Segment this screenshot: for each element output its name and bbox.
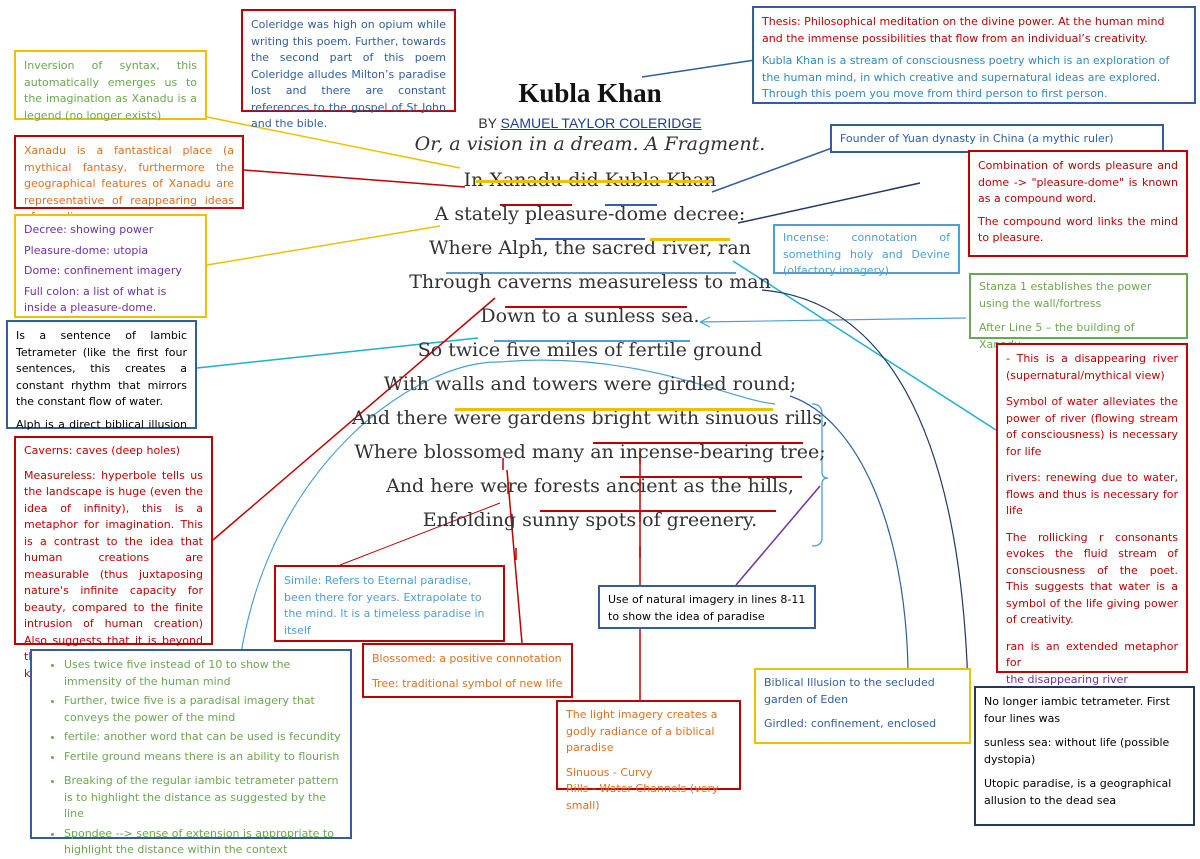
note-blossomed: Blossomed: a positive connotation Tree: … <box>362 643 573 698</box>
note-caverns-heading: Caverns: caves (deep holes) <box>24 444 181 457</box>
note-iambic: Is a sentence of Iambic Tetrameter (like… <box>6 320 197 447</box>
underline-bright <box>593 442 803 444</box>
note-blossomed-text: Blossomed: a positive connotation <box>372 652 562 665</box>
underline-forests <box>540 510 776 512</box>
decree-item: Decree: showing power <box>24 223 154 236</box>
river-item: Symbol of water alleviates the power of … <box>1006 395 1178 458</box>
note-no-longer-text: No longer iambic tetrameter. First four … <box>984 695 1170 725</box>
note-caverns-body: Measureless: hyperbole tells us the land… <box>24 468 203 680</box>
note-no-longer: No longer iambic tetrameter. First four … <box>974 686 1195 826</box>
underline-line-1 <box>476 180 712 183</box>
note-light-rills: Rills - Water Channels (very small) <box>566 782 719 812</box>
underline-kubla <box>605 204 657 206</box>
note-inversion: Inversion of syntax, this automatically … <box>14 50 207 122</box>
note-caverns: Caverns: caves (deep holes) Measureless:… <box>14 436 213 680</box>
note-compound-text: Combination of words pleasure and dome -… <box>978 159 1178 205</box>
river-item: The rollicking r consonants evokes the f… <box>1006 530 1178 627</box>
underline-decree <box>650 238 730 241</box>
poem-title: Kubla Khan <box>518 78 662 108</box>
note-xanadu-text: Xanadu is a fantastical place (a mythica… <box>24 144 234 223</box>
underline-xanadu <box>500 204 572 206</box>
note-incense: Incense: connotation of something holy a… <box>773 224 960 277</box>
poem-byline: BY SAMUEL TAYLOR COLERIDGE <box>340 115 840 131</box>
bullet-item: Breaking of the regular iambic tetramete… <box>64 773 344 823</box>
bullet-item: Fertile ground means there is an ability… <box>64 749 344 766</box>
note-light: The light imagery creates a godly radian… <box>556 700 741 812</box>
note-light-text: The light imagery creates a godly radian… <box>566 708 718 754</box>
decree-item: Pleasure-dome: utopia <box>24 243 149 257</box>
river-metaphor-purple: the disappearing river <box>1006 672 1128 686</box>
note-thesis-text: Thesis: Philosophical meditation on the … <box>762 15 1165 45</box>
river-item: - This is a disappearing river (supernat… <box>1006 352 1178 382</box>
note-compound: Combination of words pleasure and dome -… <box>968 150 1188 257</box>
note-natural: Use of natural imagery in lines 8-11 to … <box>598 585 816 629</box>
note-natural-text: Use of natural imagery in lines 8-11 to … <box>608 593 806 623</box>
note-stanza: Stanza 1 establishes the power using the… <box>969 273 1188 351</box>
note-inversion-text: Inversion of syntax, this automatically … <box>24 59 197 122</box>
note-decree: Decree: showing power Pleasure-dome: uto… <box>14 214 207 318</box>
poem-line-6: So twice five miles of fertile ground <box>417 339 763 361</box>
note-founder: Founder of Yuan dynasty in China (a myth… <box>830 124 1164 153</box>
underline-walls <box>455 408 773 411</box>
bullet-item: Uses twice five instead of 10 to show th… <box>64 657 344 690</box>
note-no-longer-utopic: Utopic paradise, is a geographical allus… <box>984 777 1172 807</box>
note-compound-link: The compound word links the mind to plea… <box>978 214 1178 245</box>
poem-line-3: Where Alph, the sacred river, ran <box>429 237 751 259</box>
note-simile: Simile: Refers to Eternal paradise, been… <box>274 565 505 642</box>
river-extended-metaphor: ran is an extended metaphor for the disa… <box>1006 639 1178 689</box>
poem-subtitle: Or, a vision in a dream. A Fragment. <box>414 133 766 155</box>
note-light-sinuous: Sinuous - Curvy <box>566 765 653 779</box>
poem-line-9: Where blossomed many an incense-bearing … <box>354 441 826 463</box>
poem-line-4: Through caverns measureless to man <box>409 271 771 293</box>
note-thesis-detail: Kubla Khan is a stream of consciousness … <box>762 54 1170 100</box>
note-biblical: Biblical Illusion to the secluded garden… <box>754 668 971 744</box>
note-stanza-text: Stanza 1 establishes the power using the… <box>979 280 1152 310</box>
connector-thesis <box>641 59 756 78</box>
note-simile-text: Simile: Refers to Eternal paradise, been… <box>284 574 485 637</box>
underline-alph <box>446 272 736 274</box>
decree-item: Full colon: a list of what is inside a p… <box>24 284 167 315</box>
river-metaphor-text: ran is an extended metaphor for <box>1006 639 1178 670</box>
note-founder-text: Founder of Yuan dynasty in China (a myth… <box>840 132 1114 145</box>
note-coleridge-text: Coleridge was high on opium while writin… <box>251 18 446 130</box>
underline-incense <box>620 476 802 478</box>
note-blossomed-tree: Tree: traditional symbol of new life <box>372 676 563 690</box>
note-no-longer-sunless: sunless sea: without life (possible dyst… <box>984 736 1170 766</box>
note-thesis: Thesis: Philosophical meditation on the … <box>752 6 1196 104</box>
poem-line-7: With walls and towers were girdled round… <box>383 373 797 395</box>
author-link[interactable]: SAMUEL TAYLOR COLERIDGE <box>500 115 702 131</box>
note-river: - This is a disappearing river (supernat… <box>996 343 1188 686</box>
bullet-list: Uses twice five instead of 10 to show th… <box>38 657 344 859</box>
note-xanadu: Xanadu is a fantastical place (a mythica… <box>14 135 244 223</box>
by-label: BY <box>478 115 497 131</box>
bullet-item: Further, twice five is a paradisal image… <box>64 693 344 726</box>
note-iambic-text: Is a sentence of Iambic Tetrameter (like… <box>16 329 187 408</box>
poem-area: Kubla Khan BY SAMUEL TAYLOR COLERIDGE Or… <box>340 78 840 537</box>
bullet-item: fertile: another word that can be used i… <box>64 729 344 746</box>
poem-line-8: And there were gardens bright with sinuo… <box>351 407 829 429</box>
poem-line-10: And here were forests ancient as the hil… <box>386 475 794 497</box>
river-item: rivers: renewing due to water, flows and… <box>1006 471 1178 517</box>
note-coleridge: Coleridge was high on opium while writin… <box>241 9 456 130</box>
underline-sunless <box>494 340 690 342</box>
poem-line-11: Enfolding sunny spots of greenery. <box>422 509 758 531</box>
decree-item: Dome: confinement imagery <box>24 264 182 277</box>
poem-line-5: Down to a sunless sea. <box>480 305 700 327</box>
underline-caverns <box>505 306 687 308</box>
note-biblical-girdled: Girdled: confinement, enclosed <box>764 717 937 730</box>
bullet-item: Spondee --> sense of extension is approp… <box>64 826 344 859</box>
poem-line-2: A stately pleasure-dome decree: <box>434 203 746 225</box>
note-bullets: Uses twice five instead of 10 to show th… <box>30 649 352 856</box>
underline-pleasure-dome <box>535 238 645 240</box>
note-incense-text: Incense: connotation of something holy a… <box>783 231 950 277</box>
note-biblical-text: Biblical Illusion to the secluded garden… <box>764 676 935 706</box>
